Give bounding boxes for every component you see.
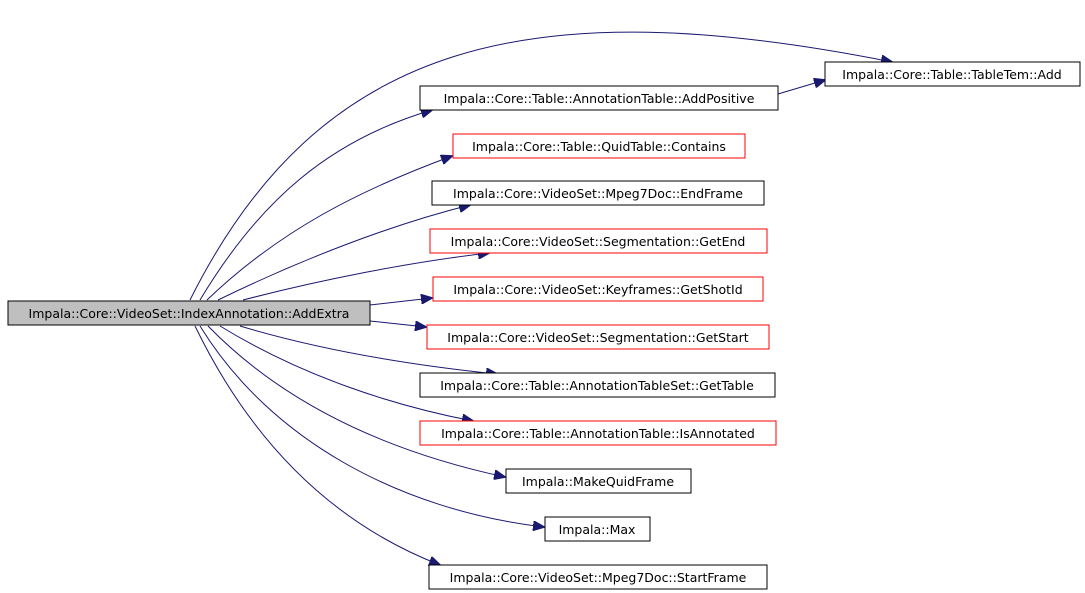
function-node-getend[interactable]: Impala::Core::VideoSet::Segmentation::Ge…: [429, 228, 768, 254]
call-edge-root-to-n_contains: [206, 156, 452, 301]
node-label: Impala::Core::Table::QuidTable::Contains: [472, 139, 726, 154]
function-node-makequidframe[interactable]: Impala::MakeQuidFrame: [505, 468, 692, 494]
node-label: Impala::Core::Table::TableTem::Add: [842, 67, 1061, 82]
function-node-endframe[interactable]: Impala::Core::VideoSet::Mpeg7Doc::EndFra…: [431, 180, 765, 206]
function-node-getshotid[interactable]: Impala::Core::VideoSet::Keyframes::GetSh…: [432, 276, 764, 302]
call-edge-root-to-n_getstart: [369, 320, 426, 327]
edges-layer: [189, 31, 892, 565]
call-edge-root-to-n_endframe: [217, 205, 470, 301]
call-edge-root-to-n_getend: [242, 253, 489, 301]
call-edge-root-to-n_getshotid: [369, 298, 432, 306]
node-label: Impala::Core::VideoSet::Mpeg7Doc::StartF…: [450, 570, 747, 585]
call-edge-root-to-n_gettable: [239, 325, 497, 374]
node-label: Impala::Core::VideoSet::Mpeg7Doc::EndFra…: [453, 186, 743, 201]
call-edge-root-to-n_tabletem_add: [189, 31, 892, 301]
node-label: Impala::Core::Table::AnnotationTable::Ad…: [444, 91, 755, 106]
root-function-label: Impala::Core::VideoSet::IndexAnnotation:…: [29, 306, 350, 321]
call-edge-root-to-n_max: [199, 325, 544, 527]
function-node-contains[interactable]: Impala::Core::Table::QuidTable::Contains: [452, 133, 746, 159]
call-edge-root-to-n_isannotated: [219, 325, 473, 421]
node-label: Impala::Core::VideoSet::Segmentation::Ge…: [451, 234, 746, 249]
node-label: Impala::Core::VideoSet::Segmentation::Ge…: [447, 330, 749, 345]
call-edge-root-to-n_add_positive: [199, 110, 432, 301]
function-node-tabletem-add[interactable]: Impala::Core::Table::TableTem::Add: [824, 61, 1081, 87]
node-label: Impala::Max: [559, 522, 636, 537]
function-node-isannotated[interactable]: Impala::Core::Table::AnnotationTable::Is…: [419, 420, 777, 446]
node-label: Impala::MakeQuidFrame: [522, 474, 674, 489]
call-edge-root-to-n_startframe: [194, 325, 440, 565]
function-node-max[interactable]: Impala::Max: [544, 516, 651, 542]
function-node-startframe[interactable]: Impala::Core::VideoSet::Mpeg7Doc::StartF…: [428, 564, 768, 590]
function-node-getstart[interactable]: Impala::Core::VideoSet::Segmentation::Ge…: [426, 324, 770, 350]
call-edge-n_add_positive-to-n_tabletem_add: [777, 80, 825, 95]
call-edge-root-to-n_makequidframe: [207, 325, 505, 477]
root-function-node[interactable]: Impala::Core::VideoSet::IndexAnnotation:…: [7, 300, 371, 326]
function-node-gettable[interactable]: Impala::Core::Table::AnnotationTableSet:…: [419, 372, 776, 398]
function-node-add-positive[interactable]: Impala::Core::Table::AnnotationTable::Ad…: [419, 85, 779, 111]
node-label: Impala::Core::Table::AnnotationTableSet:…: [440, 378, 754, 393]
node-label: Impala::Core::Table::AnnotationTable::Is…: [441, 426, 755, 441]
node-label: Impala::Core::VideoSet::Keyframes::GetSh…: [453, 282, 742, 297]
